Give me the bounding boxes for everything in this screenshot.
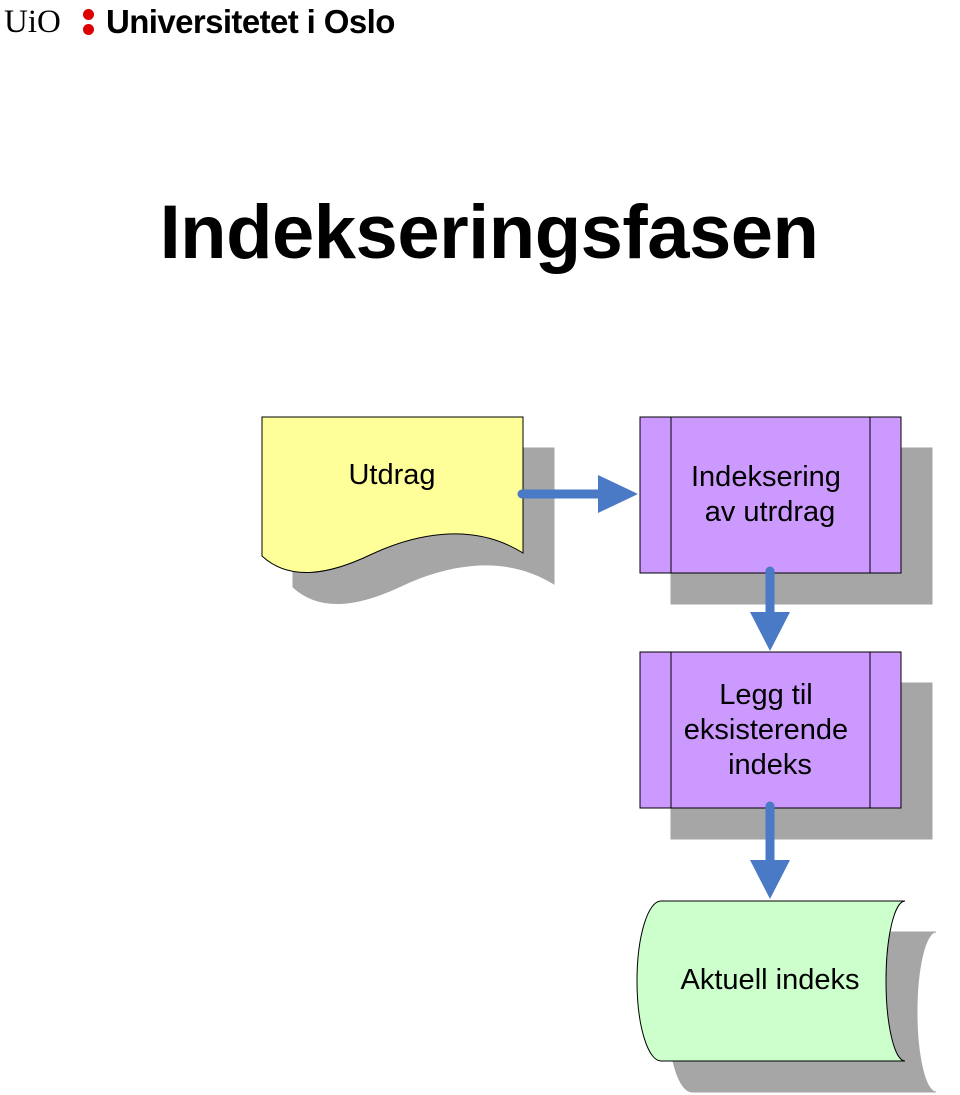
document-label: Utdrag — [348, 459, 435, 491]
arrow-merge-to-storage — [750, 801, 790, 899]
process-label-line: Indeksering — [691, 461, 841, 493]
storage-label-line: Aktuell indeks — [681, 964, 860, 996]
process-shape — [639, 651, 902, 809]
logo-name: Universitetet i Oslo — [106, 3, 395, 40]
process-label-line: indeks — [728, 749, 812, 781]
process-label-line: eksisterende — [684, 714, 848, 746]
document-label-line: Utdrag — [348, 459, 435, 491]
arrow-document-to-process — [517, 475, 638, 513]
process-shape — [639, 416, 902, 574]
storage-label: Aktuell indeks — [681, 964, 860, 996]
process-label-line: Legg til — [719, 679, 813, 711]
process-node-indexing: Indeksering av utrdrag — [639, 416, 902, 574]
stored-data-shape — [636, 900, 906, 1062]
storage-node: Aktuell indeks — [636, 900, 906, 1062]
arrow-process-to-merge — [750, 566, 790, 651]
process-node-merge: Legg til eksisterende indeks — [639, 651, 902, 809]
document-node: Utdrag — [261, 416, 524, 573]
slide-title: Indekseringsfasen — [159, 190, 819, 275]
logo-abbrev: UiO — [4, 4, 61, 40]
header: UiO Universitetet i Oslo — [0, 0, 960, 44]
process-label: Legg til eksisterende indeks — [684, 679, 857, 781]
document-shape — [261, 416, 524, 573]
process-label: Indeksering av utrdrag — [691, 461, 849, 528]
logo-dots-icon — [83, 9, 95, 36]
arrow-layer — [517, 475, 790, 899]
process-label-line: av utrdrag — [705, 496, 836, 528]
